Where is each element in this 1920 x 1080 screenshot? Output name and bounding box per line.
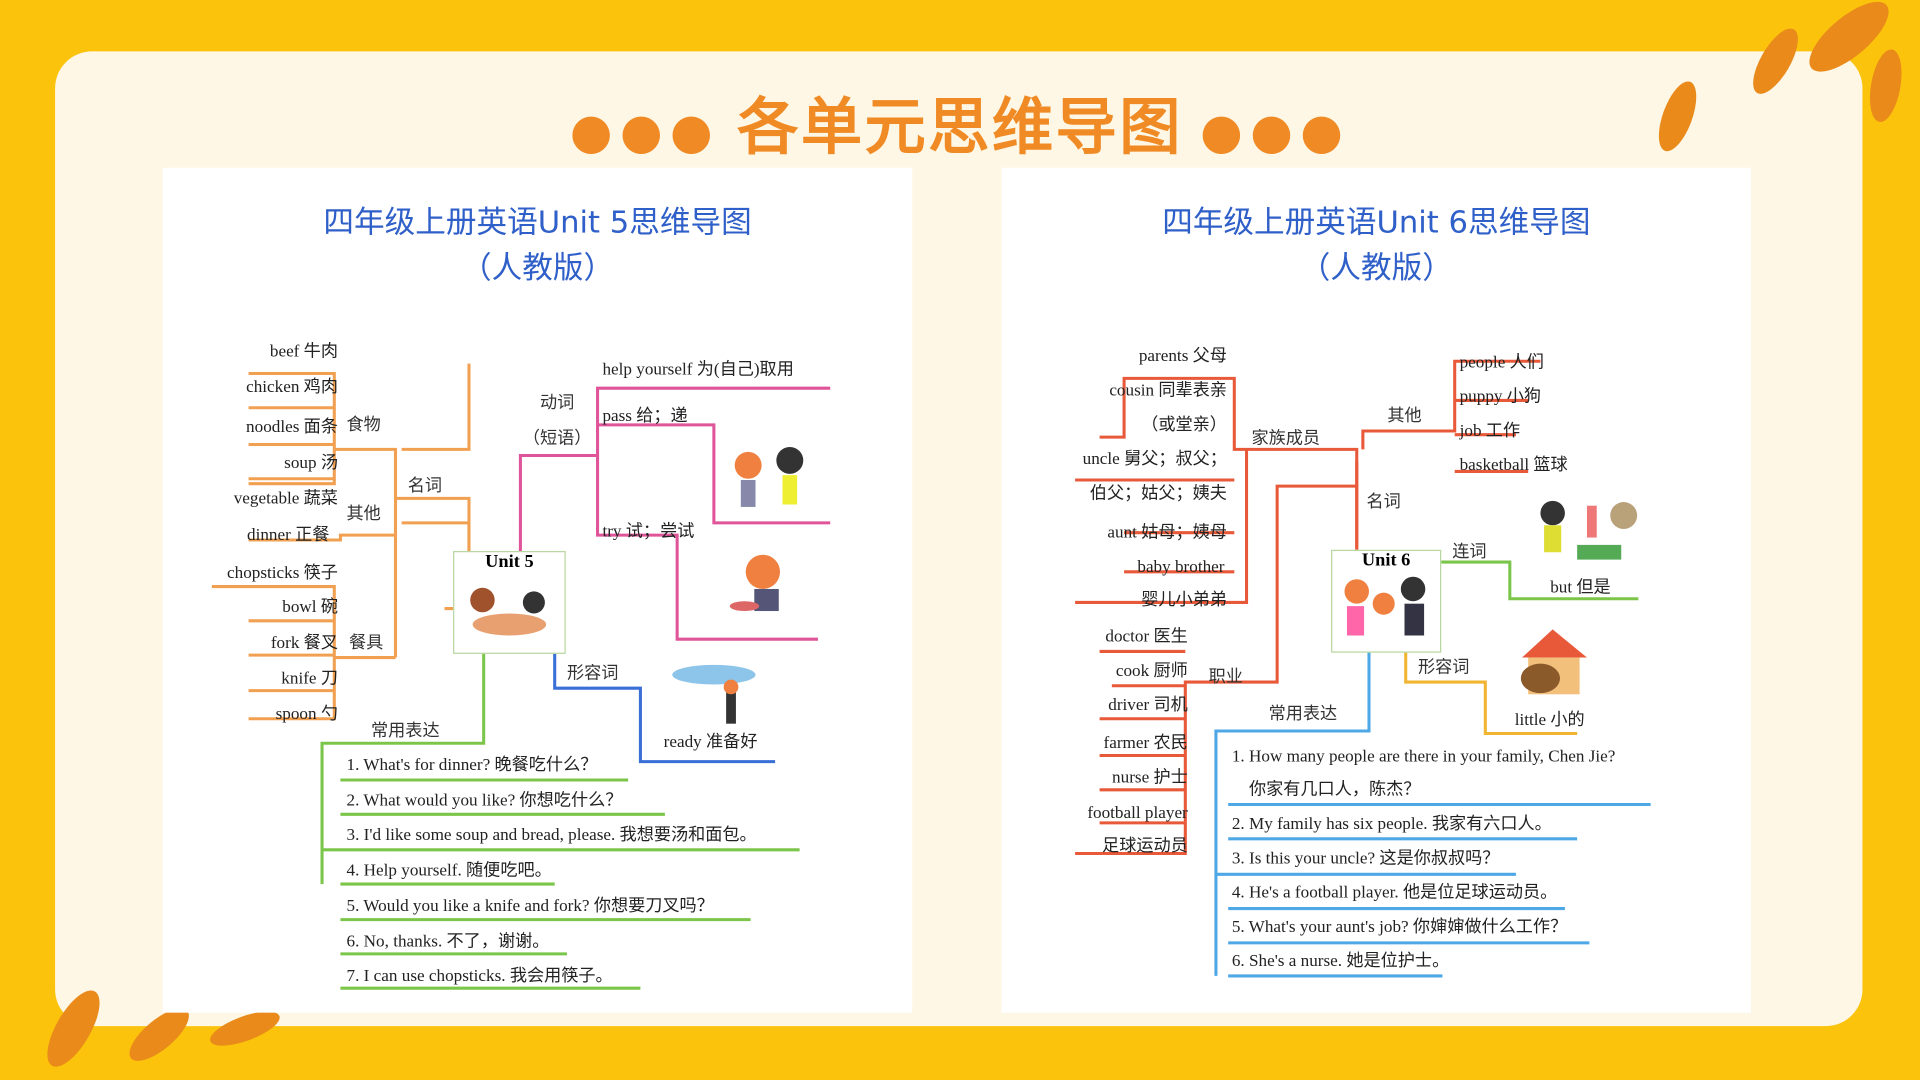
unit5-center-label: Unit 5 <box>485 552 534 572</box>
expression-sentence: 2. My family has six people. 我家有六口人。 <box>1231 815 1552 834</box>
title-dots-left: ●●● <box>569 103 721 160</box>
tableware-word: spoon 勺 <box>275 705 338 724</box>
unit6-center-node: Unit 6 <box>1331 549 1442 653</box>
autumn-leaves-bottom-left <box>47 990 280 1067</box>
category-other: 其他 <box>346 504 381 525</box>
adjective-word: little 小的 <box>1514 711 1585 730</box>
food-word: noodles 面条 <box>246 418 338 438</box>
food-word: vegetable 蔬菜 <box>233 489 338 509</box>
expression-sentence: 6. She's a nurse. 她是位护士。 <box>1231 952 1450 972</box>
kids-passing-illustration <box>734 446 804 507</box>
category-job: 职业 <box>1208 667 1243 687</box>
category-other: 其他 <box>1387 406 1422 427</box>
unit5-edition: （人教版） <box>461 249 615 286</box>
tableware-word: chopsticks 筷子 <box>227 564 338 583</box>
category-expressions: 常用表达 <box>371 721 440 741</box>
slide-title: ●●● 各单元思维导图 ●●● <box>0 78 1920 166</box>
expression-sentence: 7. I can use chopsticks. 我会用筷子。 <box>346 967 613 986</box>
category-verb: 动词 <box>540 393 575 413</box>
unit5-title: 四年级上册英语Unit 5思维导图 <box>323 204 752 241</box>
job-word: nurse 护士 <box>1112 768 1188 788</box>
family-portrait-illustration <box>1344 576 1426 636</box>
category-noun: 名词 <box>407 476 443 496</box>
expression-sentence: 1. How many people are there in your fam… <box>1231 748 1616 767</box>
unit5-mindmap: 四年级上册英语Unit 5思维导图 （人教版） beef 牛肉 chicken 鸡… <box>162 167 913 1013</box>
category-family: 家族成员 <box>1251 428 1321 449</box>
tableware-word: fork 餐叉 <box>270 634 338 653</box>
family-word: baby brother <box>1137 558 1225 577</box>
expression-sentence: 6. No, thanks. 不了，谢谢。 <box>346 933 550 952</box>
verb-phrase: help yourself 为(自己)取用 <box>602 361 794 380</box>
job-word: farmer 农民 <box>1103 734 1188 754</box>
family-word: parents 父母 <box>1138 347 1227 367</box>
category-expressions: 常用表达 <box>1268 704 1338 724</box>
category-noun: 名词 <box>1366 492 1401 512</box>
category-conjunction: 连词 <box>1452 542 1487 563</box>
family-word: uncle 舅父；叔父； <box>1082 450 1227 469</box>
men-farming-illustration <box>1540 500 1638 560</box>
expression-sentence: 2. What would you like? 你想吃什么？ <box>346 792 623 811</box>
unit5-center-node: Unit 5 <box>453 551 566 654</box>
family-word: 伯父；姑父；姨夫 <box>1089 484 1227 504</box>
other-word: people 人们 <box>1459 353 1544 373</box>
other-word: dinner 正餐 <box>247 526 330 545</box>
unit6-title: 四年级上册英语Unit 6思维导图 <box>1162 204 1591 241</box>
family-word: 婴儿小弟弟 <box>1141 591 1227 610</box>
slide-title-text: 各单元思维导图 <box>737 91 1183 163</box>
airplane-illustration <box>672 664 756 724</box>
conjunction-word: but 但是 <box>1550 579 1611 598</box>
expression-sentence: 4. He's a football player. 他是位足球运动员。 <box>1231 884 1558 903</box>
verb-phrase: pass 给；递 <box>602 407 688 427</box>
category-food: 食物 <box>346 415 381 435</box>
family-dinner-illustration <box>470 587 547 636</box>
unit6-edition: （人教版） <box>1299 249 1453 286</box>
expression-sentence: 3. Is this your uncle? 这是你叔叔吗？ <box>1231 849 1500 869</box>
job-word: cook 厨师 <box>1115 662 1188 681</box>
girl-tasting-illustration <box>729 554 781 612</box>
family-word: aunt 姑母；姨母 <box>1107 524 1227 543</box>
unit5-branch-lines <box>211 363 831 990</box>
category-verb-phrase: （短语） <box>522 428 592 449</box>
job-word: football player <box>1087 804 1188 823</box>
verb-phrase: try 试；尝试 <box>602 522 695 542</box>
unit6-branch-lines <box>1075 359 1651 978</box>
title-dots-right: ●●● <box>1200 103 1351 160</box>
other-word: puppy 小狗 <box>1459 388 1542 407</box>
expression-sentence: 5. Would you like a knife and fork? 你想要刀… <box>346 897 714 916</box>
tableware-word: knife 刀 <box>281 669 338 689</box>
family-word: （或堂亲） <box>1141 416 1227 435</box>
expression-sentence: 3. I'd like some soup and bread, please.… <box>346 826 757 845</box>
expression-sentence: 你家有几口人，陈杰？ <box>1248 781 1421 800</box>
other-word: job 工作 <box>1459 422 1521 441</box>
tableware-word: bowl 碗 <box>282 598 338 618</box>
food-word: soup 汤 <box>284 454 338 473</box>
other-word: basketball 篮球 <box>1459 456 1568 476</box>
autumn-leaves-top-right <box>1658 1 1902 152</box>
job-word: 足球运动员 <box>1102 837 1188 856</box>
category-adjective: 形容词 <box>566 663 619 684</box>
expression-sentence: 4. Help yourself. 随便吃吧。 <box>346 862 552 881</box>
job-word: doctor 医生 <box>1105 628 1188 647</box>
job-word: driver 司机 <box>1108 696 1188 716</box>
unit6-mindmap: 四年级上册英语Unit 6思维导图 （人教版） parents 父母 cousin… <box>1001 167 1752 1013</box>
category-adjective: 形容词 <box>1417 657 1470 678</box>
food-word: chicken 鸡肉 <box>246 378 338 397</box>
unit6-center-label: Unit 6 <box>1361 551 1411 571</box>
expression-sentence: 5. What's your aunt's job? 你婶婶做什么工作？ <box>1231 918 1568 937</box>
dog-house-illustration <box>1520 629 1587 695</box>
category-tableware: 餐具 <box>348 633 384 653</box>
adjective-word: ready 准备好 <box>663 733 758 752</box>
expression-sentence: 1. What's for dinner? 晚餐吃什么？ <box>346 756 598 776</box>
food-word: beef 牛肉 <box>269 342 338 362</box>
family-word: cousin 同辈表亲 <box>1109 382 1227 401</box>
